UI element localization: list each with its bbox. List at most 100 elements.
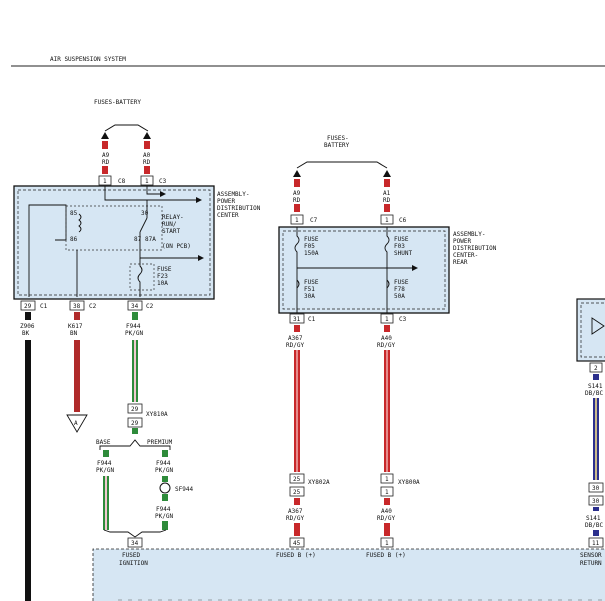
a367-lower-stub bbox=[294, 498, 300, 505]
left-arrow-feed-1 bbox=[196, 197, 202, 203]
right-fuses-bracket bbox=[296, 161, 388, 169]
relay-pin-87: 87 bbox=[134, 236, 142, 243]
a40-lower-stub bbox=[384, 498, 390, 505]
right-feed-1-conn: C7 bbox=[310, 217, 318, 224]
fuse-f03-label-3: SHUNT bbox=[394, 250, 412, 257]
bottom-label-fused-b-1: FUSED B (+) bbox=[276, 552, 316, 559]
s141-circuit: S141 bbox=[588, 383, 603, 390]
right-module-pin-1: 45 bbox=[293, 540, 301, 547]
s141-color: DB/BC bbox=[585, 390, 603, 397]
left-feed-wire-2-lower bbox=[144, 166, 150, 174]
k617-reference-letter: A bbox=[74, 420, 78, 427]
relay-coil-icon bbox=[78, 213, 82, 233]
right-feed-wire-1-stub bbox=[294, 179, 300, 187]
base-wire-stub bbox=[103, 450, 109, 457]
s141-wire-stripe bbox=[595, 398, 597, 480]
right-feed-2-circuit: A1 bbox=[383, 190, 391, 197]
relay-label-2: RUN/ bbox=[162, 221, 177, 228]
s141-lower-stub bbox=[593, 507, 599, 511]
xy810a-pin-top-box bbox=[127, 403, 143, 414]
bottom-label-fused-ignition-1: FUSED bbox=[122, 552, 140, 559]
f944-wire-stub bbox=[132, 312, 138, 320]
right-feed-1-color: RD bbox=[293, 197, 301, 204]
left-out-3-conn: C2 bbox=[146, 303, 154, 310]
xy810a-pin-bottom: 29 bbox=[131, 420, 139, 427]
sensor-module-inner bbox=[580, 302, 605, 358]
left-out-3-pin: 34 bbox=[131, 303, 139, 310]
z906-wire-stub bbox=[25, 312, 31, 320]
k617-reference-marker bbox=[66, 414, 88, 433]
page-title: AIR SUSPENSION SYSTEM bbox=[50, 56, 126, 63]
bottom-label-fused-b-2: FUSED B (+) bbox=[366, 552, 406, 559]
fuse-f51-label-2: F51 bbox=[304, 286, 315, 293]
relay-label-1: RELAY- bbox=[162, 214, 184, 221]
xy802a-name: XY802A bbox=[308, 479, 330, 486]
premium-wire-mid bbox=[162, 494, 168, 501]
variant-premium-label: PREMIUM bbox=[147, 439, 173, 446]
left-internal-feed-2 bbox=[146, 186, 160, 195]
left-pdc-inner-border bbox=[17, 189, 211, 296]
fuse-f05-label-1: FUSE bbox=[304, 236, 319, 243]
left-module-label-4: CENTER bbox=[217, 212, 239, 219]
fuse-f51-label-3: 30A bbox=[304, 293, 315, 300]
left-feed-1-pin-box bbox=[98, 175, 112, 186]
bottom-module-border bbox=[92, 548, 605, 601]
xy800a-pin-top-box bbox=[380, 473, 394, 484]
xy810a-name: XY810A bbox=[146, 411, 168, 418]
sensor-module bbox=[576, 298, 605, 362]
xy800a-pin-top: 1 bbox=[385, 476, 389, 483]
right-feed-2-color: RD bbox=[383, 197, 391, 204]
left-internal-feed-1 bbox=[104, 186, 196, 201]
xy802a-pin-top: 25 bbox=[293, 476, 301, 483]
left-module-pin-box bbox=[127, 537, 143, 548]
z906-circuit: Z906 bbox=[20, 323, 35, 330]
xy800a-pin-bottom-box bbox=[380, 486, 394, 497]
left-fuses-battery-label: FUSES-BATTERY bbox=[94, 99, 141, 106]
xy810a-pin-bottom-box bbox=[127, 417, 143, 428]
xy802a-pin-bottom: 25 bbox=[293, 489, 301, 496]
right-feed-1-circuit: A9 bbox=[293, 190, 301, 197]
relay-pin-86: 86 bbox=[70, 236, 78, 243]
left-feed-2-circuit: A0 bbox=[143, 152, 151, 159]
premium-wire-stub bbox=[162, 450, 168, 457]
left-feed-terminal-1 bbox=[101, 132, 109, 139]
fuse-f78-label-1: FUSE bbox=[394, 279, 409, 286]
a367-lower-color: RD/GY bbox=[286, 515, 304, 522]
s141-wire-stub bbox=[593, 374, 599, 380]
right-feed-2-conn: C6 bbox=[399, 217, 407, 224]
rear-module-label-1: ASSEMBLY- bbox=[453, 231, 486, 238]
relay-contact-icon bbox=[139, 217, 148, 233]
relay-pin-87a: 87A bbox=[145, 236, 156, 243]
premium-lower-circuit: F944 bbox=[156, 506, 171, 513]
right-feed-wire-2-lower bbox=[384, 204, 390, 212]
a40-wire-stub bbox=[384, 325, 390, 332]
a40-circuit: A40 bbox=[381, 335, 392, 342]
z906-wire bbox=[25, 340, 31, 601]
relay-label-3: START bbox=[162, 228, 180, 235]
far-right-inline-top-box bbox=[588, 482, 604, 493]
bottom-label-sensor-return-2: RETURN bbox=[580, 560, 602, 567]
premium-wire-circuit: F944 bbox=[156, 460, 171, 467]
splice-sf944-label: SF944 bbox=[175, 486, 193, 493]
a40-lower-wire bbox=[384, 523, 390, 536]
premium-lower-color: PK/GN bbox=[155, 513, 173, 520]
left-feed-wire-1-lower bbox=[102, 166, 108, 174]
a367-wire-stub bbox=[294, 325, 300, 332]
left-out-1-pin: 29 bbox=[24, 303, 32, 310]
left-out-1-conn: C1 bbox=[40, 303, 48, 310]
fuse-f23-label-3: 10A bbox=[157, 280, 168, 287]
premium-wire-lower bbox=[162, 521, 168, 530]
right-module-pin-2: 1 bbox=[385, 540, 389, 547]
right-feed-terminal-2 bbox=[383, 170, 391, 177]
rear-module-label-4: CENTER- bbox=[453, 252, 478, 259]
base-wire-circuit: F944 bbox=[97, 460, 112, 467]
far-right-module-pin-box bbox=[588, 537, 604, 548]
right-feed-terminal-1 bbox=[293, 170, 301, 177]
s141-lower-color: DB/BC bbox=[585, 522, 603, 529]
f944-color: PK/GN bbox=[125, 330, 143, 337]
relay-pin-85: 85 bbox=[70, 210, 78, 217]
far-right-inline-top: 30 bbox=[592, 485, 600, 492]
base-wire-color: PK/GN bbox=[96, 467, 114, 474]
rear-out-1-pin: 31 bbox=[293, 316, 301, 323]
left-module-label-3: DISTRIBUTION bbox=[217, 205, 261, 212]
